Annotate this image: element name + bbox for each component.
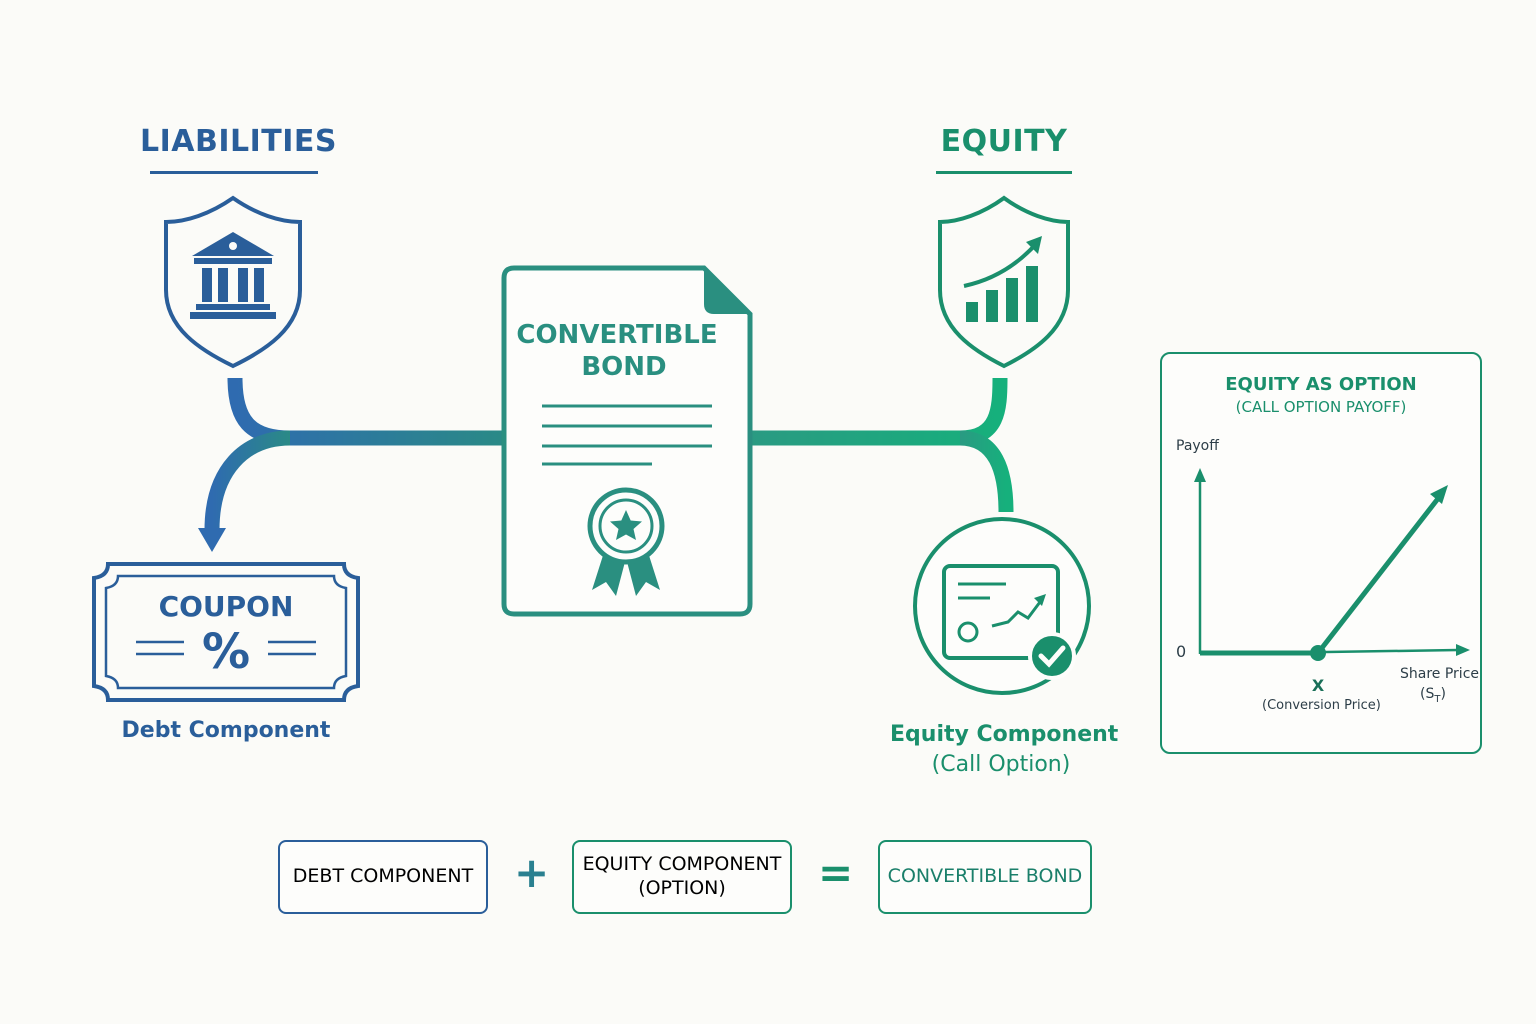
strike-point bbox=[1310, 645, 1326, 661]
liabilities-connector bbox=[227, 377, 505, 446]
certificate-document-icon bbox=[501, 265, 753, 617]
equity-component-caption-line2: (Call Option) bbox=[931, 752, 1071, 777]
xlabel-open: (S bbox=[1420, 686, 1435, 702]
bank-shield-icon bbox=[164, 195, 302, 369]
coupon-title: COUPON bbox=[158, 590, 294, 623]
equation-term2-line2: (OPTION) bbox=[638, 877, 726, 899]
award-ribbon-icon bbox=[587, 487, 665, 596]
coupon-arrowhead bbox=[198, 528, 226, 552]
strike-sublabel: (Conversion Price) bbox=[1262, 698, 1381, 713]
equation-result-text: CONVERTIBLE BOND bbox=[887, 865, 1083, 888]
equation-term2-line1: EQUITY COMPONENT bbox=[582, 853, 782, 876]
liabilities-heading: LIABILITIES bbox=[140, 124, 338, 159]
xlabel-subscript: T bbox=[1434, 693, 1441, 705]
coupon-connector bbox=[204, 430, 291, 531]
equation-term1-text: DEBT COMPONENT bbox=[292, 865, 474, 888]
payoff-subtitle: (CALL OPTION PAYOFF) bbox=[1235, 398, 1407, 416]
strike-label: X bbox=[1311, 676, 1325, 695]
equation-debt-component: DEBT COMPONENT bbox=[278, 840, 488, 914]
equation-result: CONVERTIBLE BOND bbox=[878, 840, 1092, 914]
payoff-ylabel: Payoff bbox=[1176, 438, 1219, 454]
payoff-rising-segment bbox=[1316, 494, 1442, 655]
equity-heading: EQUITY bbox=[940, 124, 1068, 159]
equation-equals: = bbox=[818, 848, 854, 897]
coupon-ticket: COUPON % bbox=[92, 562, 360, 702]
equation-equity-component: EQUITY COMPONENT (OPTION) bbox=[572, 840, 792, 914]
bond-title-line1: CONVERTIBLE bbox=[516, 320, 718, 350]
payoff-plot bbox=[1194, 468, 1470, 661]
payoff-xlabel-line1: Share Price bbox=[1400, 666, 1480, 682]
equity-connector bbox=[748, 377, 1008, 446]
payoff-y-zero: 0 bbox=[1176, 642, 1187, 661]
growth-chart-shield-icon bbox=[938, 195, 1070, 369]
payoff-panel: EQUITY AS OPTION (CALL OPTION PAYOFF) Pa… bbox=[1160, 352, 1482, 754]
bond-title-line2: BOND bbox=[581, 352, 667, 382]
payoff-xlabel-line2: (ST) bbox=[1420, 686, 1446, 705]
liabilities-underline bbox=[150, 171, 318, 174]
payoff-arrowhead bbox=[1430, 485, 1448, 504]
equity-underline bbox=[936, 171, 1072, 174]
y-axis-arrow bbox=[1194, 468, 1206, 482]
ticket-border-icon bbox=[92, 562, 360, 702]
equation-plus: + bbox=[514, 848, 550, 897]
equity-component-connector bbox=[959, 430, 1014, 513]
x-axis-arrow bbox=[1456, 644, 1470, 656]
percent-symbol: % bbox=[201, 624, 251, 680]
equity-component-caption-line1: Equity Component bbox=[890, 722, 1119, 747]
debt-component-caption: Debt Component bbox=[121, 718, 331, 743]
xlabel-close: ) bbox=[1440, 686, 1446, 702]
payoff-title: EQUITY AS OPTION bbox=[1225, 374, 1417, 395]
option-certificate-check-icon bbox=[913, 517, 1091, 695]
